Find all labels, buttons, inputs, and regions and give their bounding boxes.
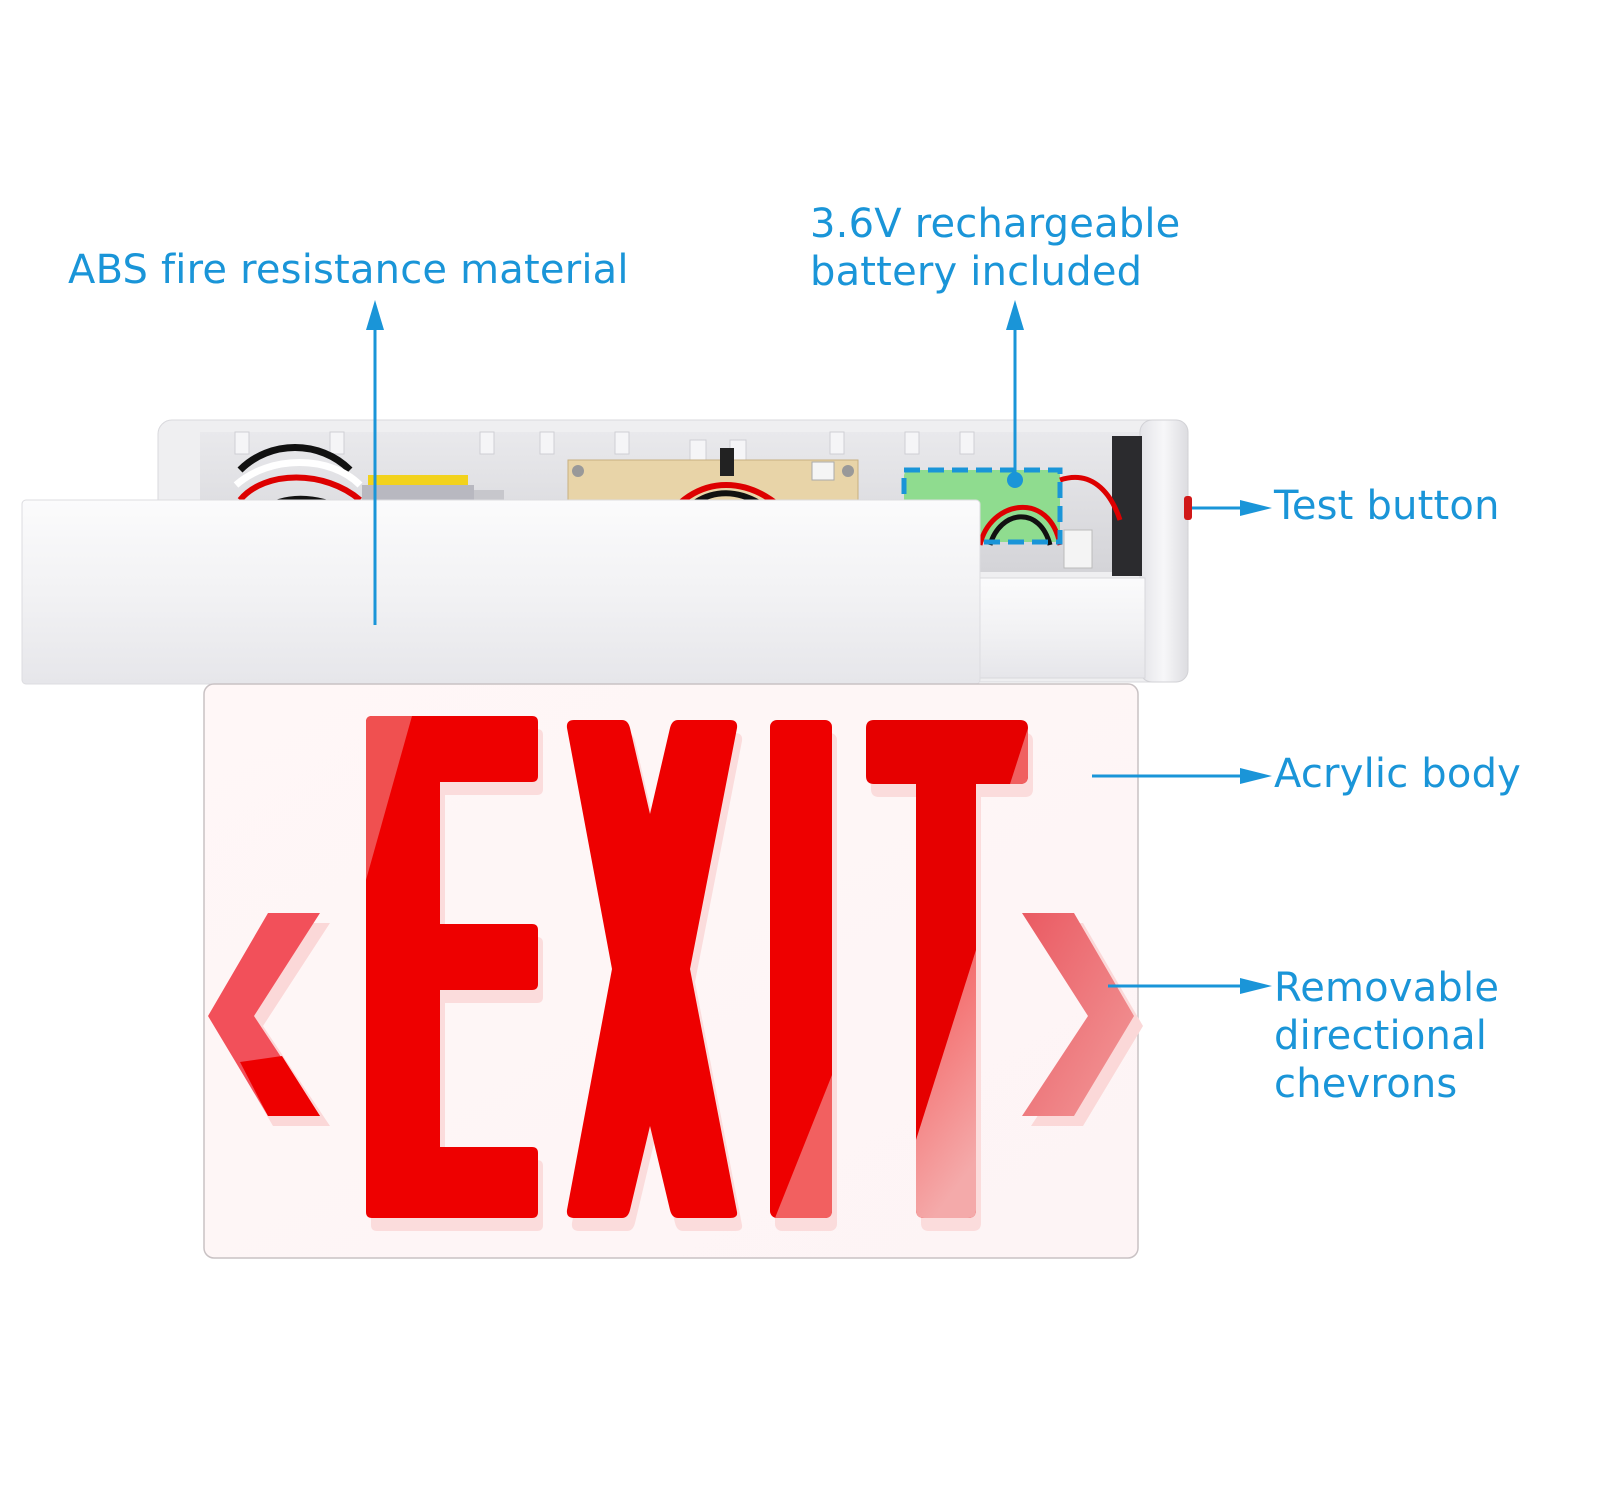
chevron-right-icon <box>1022 913 1143 1126</box>
callout-text: chevrons <box>1274 1061 1458 1107</box>
callout-text: directional <box>1274 1013 1488 1059</box>
callout-battery: 3.6V rechargeable battery included <box>810 200 1181 296</box>
callout-test-button: Test button <box>1274 482 1500 530</box>
callout-text: battery included <box>810 249 1143 295</box>
callout-acrylic-body: Acrylic body <box>1274 750 1521 798</box>
test-button[interactable] <box>1184 496 1192 520</box>
callout-text: Test button <box>1274 483 1500 529</box>
arrowhead-right-icon <box>1240 768 1272 784</box>
arrowhead-right-icon <box>1240 978 1272 994</box>
callout-text: Acrylic body <box>1274 751 1522 797</box>
callout-text: 3.6V rechargeable <box>810 201 1181 247</box>
callout-arrows <box>366 300 1272 994</box>
exit-letters <box>366 716 1033 1231</box>
callout-text: Removable <box>1274 965 1500 1011</box>
arrowhead-up-icon <box>366 300 384 330</box>
arrowhead-right-icon <box>1240 500 1272 516</box>
callout-chevrons: Removable directional chevrons <box>1274 964 1499 1108</box>
callout-abs-material: ABS fire resistance material <box>68 246 629 294</box>
chevron-left-icon <box>208 913 330 1126</box>
housing-cover <box>21 499 981 685</box>
callout-text: ABS fire resistance material <box>68 247 629 293</box>
arrowhead-up-icon <box>1006 300 1024 330</box>
